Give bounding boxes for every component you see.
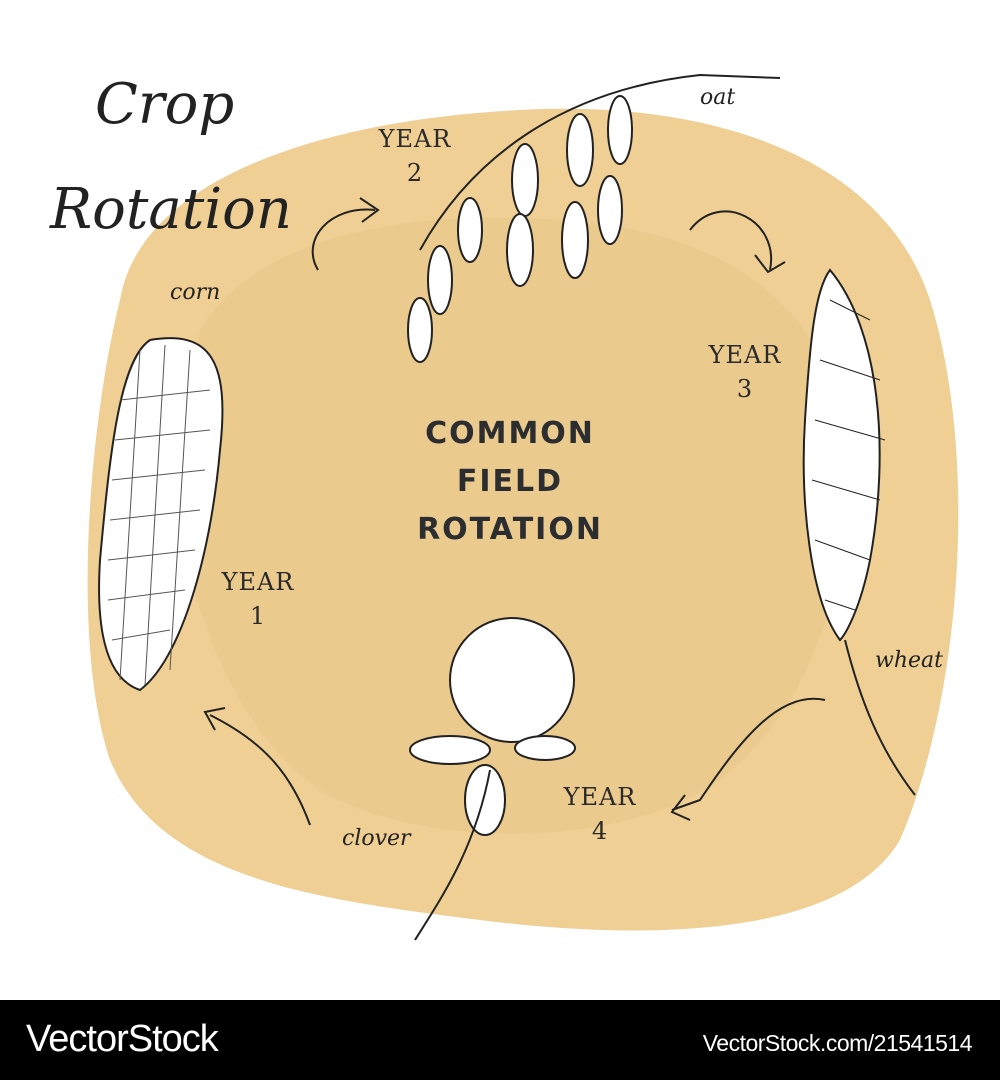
year-number: 4 bbox=[591, 817, 609, 845]
year-word: YEAR bbox=[563, 783, 637, 811]
year-number: 2 bbox=[406, 159, 424, 187]
center-title-line-1: COMMON bbox=[425, 416, 595, 451]
clover-illustration bbox=[409, 617, 576, 941]
year-number: 3 bbox=[736, 375, 754, 403]
year-4-label: YEAR 4 bbox=[560, 780, 640, 848]
crop-label-oat: oat bbox=[700, 85, 736, 110]
crop-label-corn: corn bbox=[170, 280, 221, 305]
footer-bar: VectorStock VectorStock.com/21541514 bbox=[0, 1000, 1000, 1080]
footer-brand: VectorStock bbox=[26, 1018, 219, 1060]
background-blob bbox=[87, 73, 959, 941]
year-2-label: YEAR 2 bbox=[375, 122, 455, 190]
crop-label-wheat: wheat bbox=[875, 648, 943, 673]
arrow-icon bbox=[203, 197, 826, 826]
corn-illustration bbox=[98, 337, 224, 692]
year-1-label: YEAR 1 bbox=[218, 565, 298, 633]
title-line-2: Rotation bbox=[50, 177, 292, 242]
center-title-line-2: FIELD bbox=[456, 464, 564, 499]
year-word: YEAR bbox=[378, 125, 452, 153]
center-title: COMMON FIELD ROTATION bbox=[400, 410, 620, 554]
crop-label-clover: clover bbox=[342, 826, 411, 851]
year-3-label: YEAR 3 bbox=[705, 338, 785, 406]
title-line-1: Crop bbox=[95, 72, 235, 137]
center-title-line-3: ROTATION bbox=[417, 512, 603, 547]
oat-illustration bbox=[407, 73, 781, 363]
wheat-illustration bbox=[802, 268, 916, 796]
year-word: YEAR bbox=[221, 568, 295, 596]
footer-url[interactable]: VectorStock.com/21541514 bbox=[702, 1030, 973, 1056]
year-word: YEAR bbox=[708, 341, 782, 369]
year-number: 1 bbox=[249, 602, 267, 630]
